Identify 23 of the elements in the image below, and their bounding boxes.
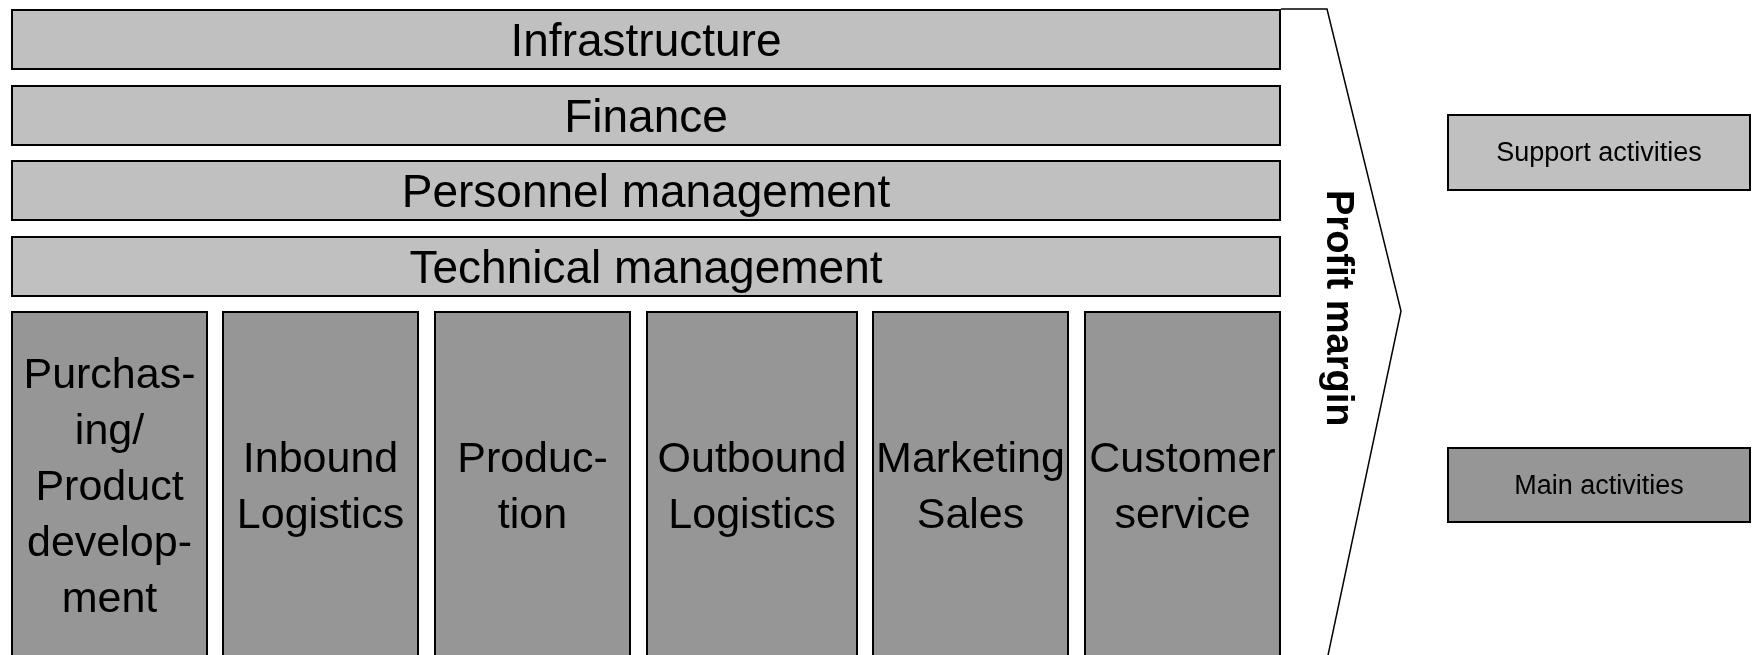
main-activity-box <box>222 311 419 655</box>
activity-label: Outbound Logistics <box>656 432 848 539</box>
support-activity-band <box>11 236 1281 297</box>
margin-label: Profit margin <box>1318 190 1362 427</box>
activity-label: Infrastructure <box>510 12 782 68</box>
main-activity-box <box>434 311 631 655</box>
activity-label: Customer service <box>1088 432 1277 539</box>
activity-label: Personnel management <box>401 163 891 219</box>
support-activity-band <box>11 9 1281 70</box>
support-activity-band <box>11 85 1281 146</box>
support-activity-band <box>11 160 1281 221</box>
legend-label: Support activities <box>1496 137 1702 168</box>
activity-label: Finance <box>564 88 728 144</box>
activity-label: Purchas-ing/ Product develop-ment <box>22 348 197 623</box>
main-activity-box <box>872 311 1069 655</box>
legend-label: Main activities <box>1514 469 1684 501</box>
main-activity-box <box>11 311 208 655</box>
activity-label: Produc-tion <box>456 432 609 539</box>
activity-label: Inbound Logistics <box>235 432 406 539</box>
main-activity-box <box>1084 311 1281 655</box>
activity-label: Marketing Sales <box>875 432 1066 539</box>
main-activity-box <box>646 311 858 655</box>
activity-label: Technical management <box>409 239 883 295</box>
